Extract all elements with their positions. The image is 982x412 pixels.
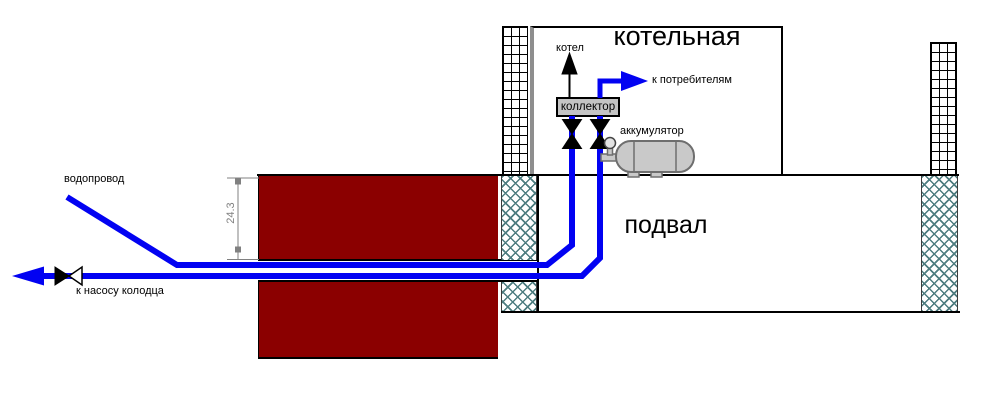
- pipe-water-supply: [65, 116, 575, 268]
- dimension-value: 24.3: [224, 202, 237, 224]
- insulation-column-left-top: [501, 176, 537, 260]
- pipe-well-pump: [44, 116, 603, 279]
- boiler-label: котел: [556, 42, 584, 54]
- collector-box: коллектор: [556, 97, 620, 117]
- insulation-column-left-bottom: [501, 282, 537, 312]
- to-consumers-arrow: [621, 71, 648, 91]
- well-pump-label: к насосу колодца: [76, 285, 164, 297]
- accumulator-label: аккумулятор: [620, 125, 684, 137]
- basement-left-wall-line: [537, 176, 539, 311]
- pipe-to-consumers: [597, 78, 621, 98]
- valve-icon-left: [561, 119, 583, 149]
- floor-line: [257, 174, 959, 176]
- insulation-column-right: [921, 176, 958, 312]
- water-supply-label: водопровод: [64, 173, 125, 185]
- gauge-icon: [603, 136, 617, 150]
- check-valve-icon: [54, 265, 83, 287]
- masonry-column-left: [502, 26, 528, 175]
- to-consumers-label: к потребителям: [652, 74, 732, 86]
- accumulator-tank: [600, 136, 695, 178]
- boiler-room-title: котельная: [613, 21, 741, 51]
- basement-bottom-line: [501, 311, 960, 313]
- dimension-lines: [227, 177, 259, 260]
- well-pump-arrow: [12, 266, 44, 286]
- basement-label: подвал: [624, 211, 708, 239]
- masonry-column-right: [930, 42, 957, 175]
- boiler-arrow: [561, 51, 578, 98]
